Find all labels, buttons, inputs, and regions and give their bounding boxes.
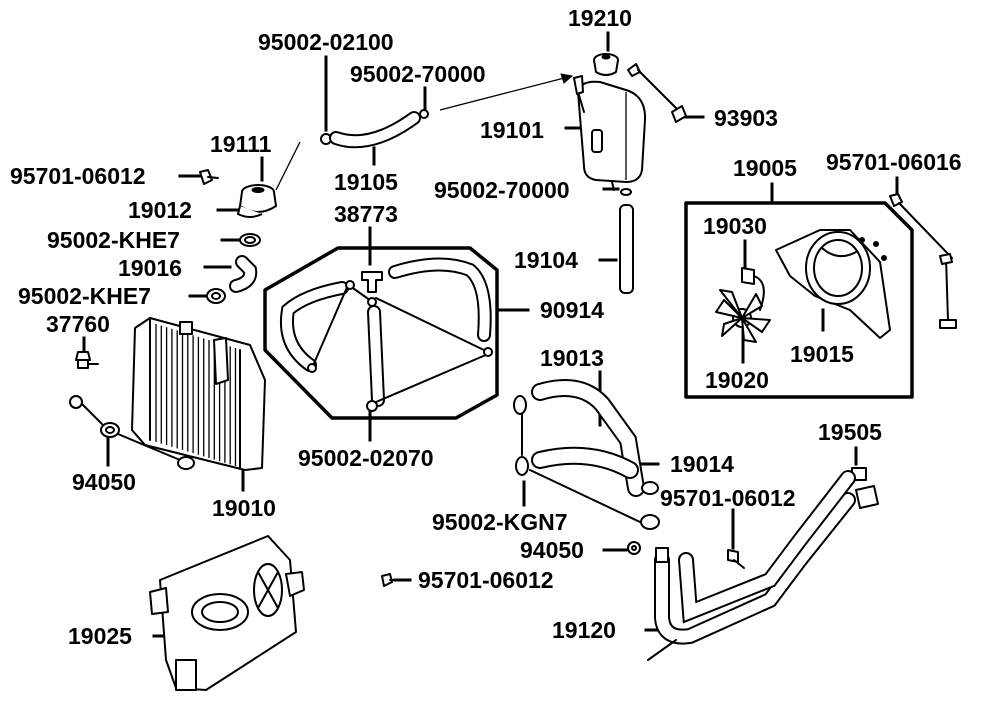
radiator-part <box>131 317 266 471</box>
label-90914: 90914 <box>540 297 604 323</box>
label-19012: 19012 <box>128 197 192 223</box>
hose-clamp-part-a <box>239 233 261 247</box>
label-95002-02070: 95002-02070 <box>298 445 434 471</box>
fan-motor-part <box>715 267 771 343</box>
label-19111: 19111 <box>210 131 272 157</box>
hose-clip-part-mid <box>620 188 632 196</box>
reservoir-cap-part <box>593 53 619 76</box>
hose-clamp-part-b <box>206 288 226 304</box>
bolt-part-06016 <box>889 193 957 329</box>
label-95002-02100: 95002-02100 <box>258 29 394 55</box>
label-19025: 19025 <box>68 623 132 649</box>
reservoir-hose-part <box>619 204 634 294</box>
label-19105: 19105 <box>334 169 398 195</box>
washer-bolt-part-a <box>69 395 195 470</box>
fan-shroud-part <box>775 229 891 339</box>
bolt-part-c <box>381 573 399 587</box>
label-19210: 19210 <box>568 5 632 31</box>
bolt-part-a <box>199 169 219 185</box>
label-19013: 19013 <box>540 345 604 371</box>
water-pipe-part <box>531 379 645 497</box>
mounting-bolt-part <box>627 63 687 123</box>
coolant-reservoir-part <box>573 75 647 191</box>
label-19016: 19016 <box>118 255 182 281</box>
label-93903: 93903 <box>714 105 778 131</box>
hose-clamp-part-kgn7 <box>513 395 660 530</box>
label-19030: 19030 <box>703 213 767 239</box>
overflow-hose-part <box>329 109 429 149</box>
washer-nut-part-b <box>627 541 641 555</box>
label-95002-khe7-b: 95002-KHE7 <box>18 283 151 309</box>
label-19010: 19010 <box>212 495 276 521</box>
label-95002-70000-mid: 95002-70000 <box>434 177 570 203</box>
label-95002-70000-top: 95002-70000 <box>350 61 486 87</box>
label-95701-06012-a: 95701-06012 <box>10 163 146 189</box>
hose-kit-part <box>280 257 493 412</box>
part-labels: 19210 95002-02100 95002-70000 93903 1910… <box>10 5 962 649</box>
label-95701-06016: 95701-06016 <box>826 149 962 175</box>
pipe-connector-part <box>851 467 879 509</box>
label-95002-kgn7: 95002-KGN7 <box>432 509 568 535</box>
kit-outline-90914 <box>263 246 499 420</box>
label-19015: 19015 <box>790 341 854 367</box>
label-94050-a: 94050 <box>72 469 136 495</box>
bolt-part-b <box>727 549 745 569</box>
label-38773: 38773 <box>334 201 398 227</box>
temperature-sensor-part <box>75 351 99 369</box>
coolant-pipe-part <box>647 470 856 661</box>
label-19014: 19014 <box>670 451 734 477</box>
radiator-cover-part <box>149 535 305 691</box>
label-19101: 19101 <box>480 117 544 143</box>
label-37760: 37760 <box>46 311 110 337</box>
filler-neck-part <box>237 184 277 218</box>
label-19104: 19104 <box>514 247 578 273</box>
label-19020: 19020 <box>705 367 769 393</box>
label-95701-06012-b: 95701-06012 <box>660 485 796 511</box>
label-19120: 19120 <box>552 617 616 643</box>
kit-outline-19005 <box>684 201 914 399</box>
label-95701-06012-c: 95701-06012 <box>418 567 554 593</box>
label-19005: 19005 <box>733 155 797 181</box>
label-94050-b: 94050 <box>520 537 584 563</box>
elbow-hose-part <box>229 255 258 293</box>
label-19505: 19505 <box>818 419 882 445</box>
label-95002-khe7-a: 95002-KHE7 <box>47 227 180 253</box>
